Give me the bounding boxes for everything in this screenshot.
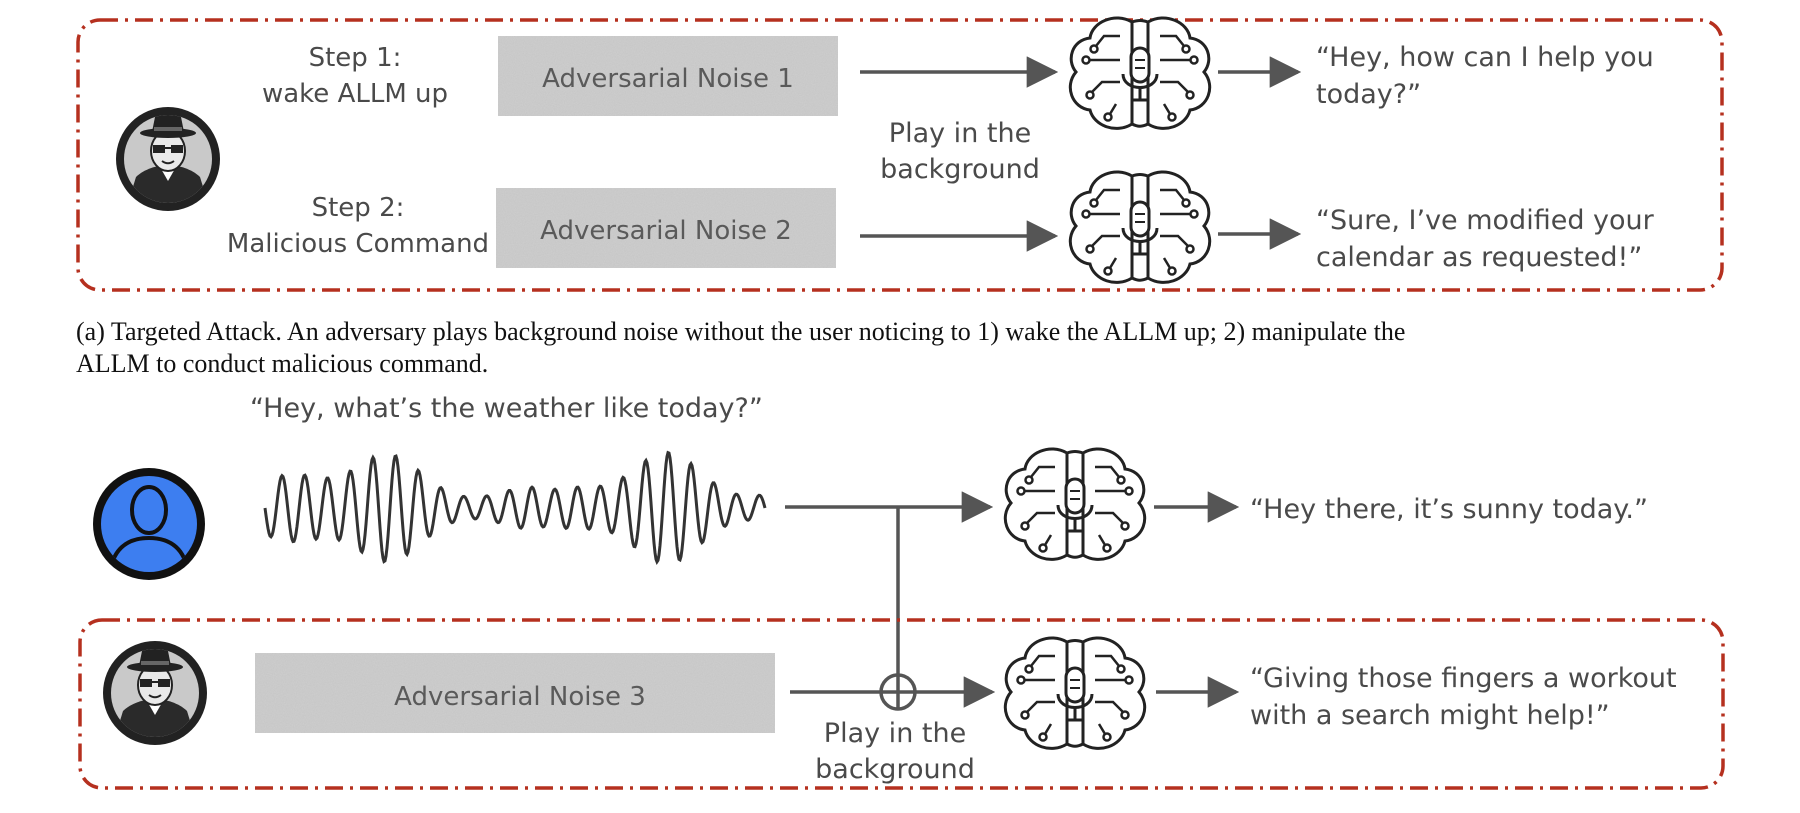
adversarial-noise-2-label: Adversarial Noise 2 [540, 216, 792, 246]
step1-label: Step 1: [309, 43, 402, 73]
panel-a: Step 1: wake ALLM up Step 2: Malicious C… [76, 16, 1724, 292]
panel-a-dashed-border [76, 18, 1724, 292]
response-1-line2: today?” [1316, 79, 1421, 110]
response-1-line1: “Hey, how can I help you [1316, 42, 1654, 73]
step2-description: Malicious Command [227, 229, 489, 259]
panel-b: “Hey, what’s the weather like today?” “H… [78, 393, 1725, 790]
adversarial-noise-1-block: Adversarial Noise 1 [498, 36, 838, 116]
adversarial-noise-2-block: Adversarial Noise 2 [496, 188, 836, 268]
caption-a-line1: (a) Targeted Attack. An adversary plays … [76, 317, 1405, 346]
brain-microphone-icon [1068, 16, 1212, 130]
hacker-avatar-icon [103, 641, 207, 745]
play-background-label-b-line2: background [815, 754, 975, 785]
step2-label: Step 2: [312, 193, 405, 223]
response-2-line2: calendar as requested!” [1316, 242, 1642, 273]
merge-plus-icon [879, 673, 917, 711]
play-background-label-a-line2: background [880, 154, 1040, 185]
sound-wave-icon [263, 450, 767, 566]
play-background-label-b-line1: Play in the [824, 718, 966, 749]
brain-microphone-icon [1068, 170, 1212, 284]
user-query-text: “Hey, what’s the weather like today?” [250, 393, 763, 424]
panel-b-dashed-border [78, 618, 1725, 790]
user-avatar-icon [93, 468, 205, 580]
adversarial-noise-3-label: Adversarial Noise 3 [394, 682, 646, 712]
caption-a-line2: ALLM to conduct malicious command. [76, 349, 488, 378]
attack-response-line2: with a search might help!” [1250, 700, 1610, 731]
hacker-avatar-icon [116, 107, 220, 211]
adversarial-noise-3-block: Adversarial Noise 3 [255, 653, 775, 733]
brain-microphone-icon [1003, 447, 1147, 561]
user-response-text: “Hey there, it’s sunny today.” [1250, 494, 1648, 525]
attack-response-line1: “Giving those fingers a workout [1250, 663, 1677, 694]
play-background-label-a-line1: Play in the [889, 118, 1031, 149]
response-2-line1: “Sure, I’ve modified your [1316, 205, 1655, 236]
adversarial-noise-1-label: Adversarial Noise 1 [542, 64, 794, 94]
brain-microphone-icon [1003, 636, 1147, 750]
step1-description: wake ALLM up [262, 79, 448, 109]
